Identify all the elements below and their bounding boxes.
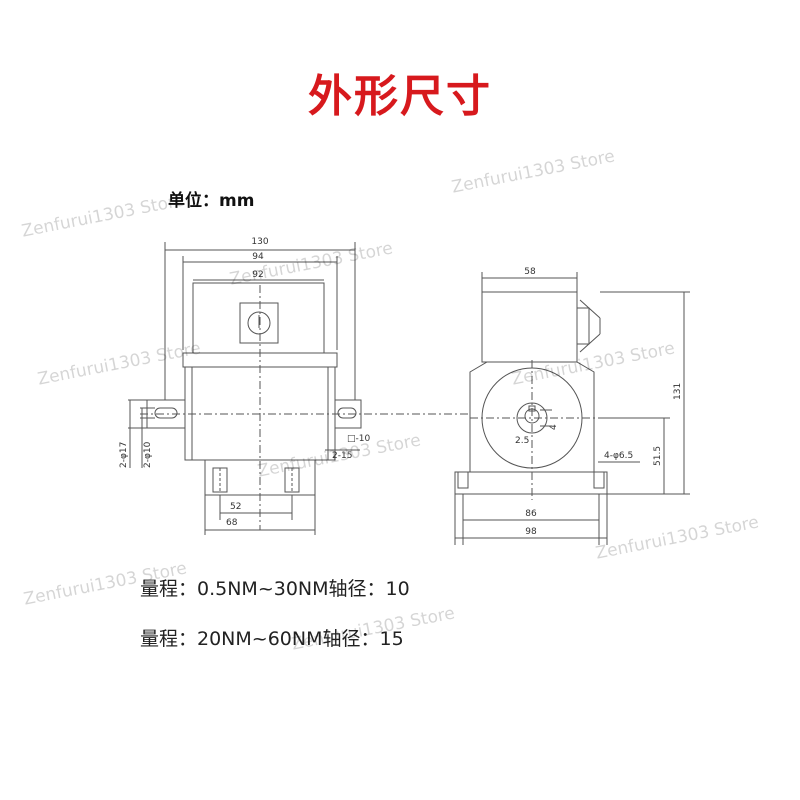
dim-key: 2-15 (332, 451, 352, 461)
dim-2-5: 2.5 (515, 436, 529, 446)
dim-51-5: 51.5 (653, 446, 663, 466)
dim-4: 4 (549, 424, 559, 430)
dim-131: 131 (673, 383, 683, 400)
dim-key-side: □-10 (347, 434, 370, 444)
dim-94: 94 (252, 252, 264, 262)
unit-label: 单位：mm (168, 191, 255, 211)
front-view: 130 94 92 2-φ17 2-φ10 2-15 □-10 (119, 237, 470, 535)
dim-mount-holes: 4-φ6.5 (604, 451, 633, 461)
dim-52: 52 (230, 502, 241, 512)
spec-line-1: 量程：0.5NM~30NM轴径：10 (140, 578, 410, 600)
dim-86: 86 (525, 509, 537, 519)
page-title: 外形尺寸 (308, 71, 492, 122)
dim-d10: 2-φ10 (143, 441, 153, 468)
dim-92: 92 (252, 270, 263, 280)
dim-58: 58 (524, 267, 536, 277)
dim-68: 68 (226, 518, 238, 528)
side-view: 58 2.5 4 4-φ6.5 131 51.5 (454, 267, 690, 545)
dim-d17: 2-φ17 (119, 442, 129, 468)
dim-130: 130 (251, 237, 268, 247)
dim-98: 98 (525, 527, 537, 537)
spec-line-2: 量程：20NM~60NM轴径：15 (140, 628, 404, 650)
